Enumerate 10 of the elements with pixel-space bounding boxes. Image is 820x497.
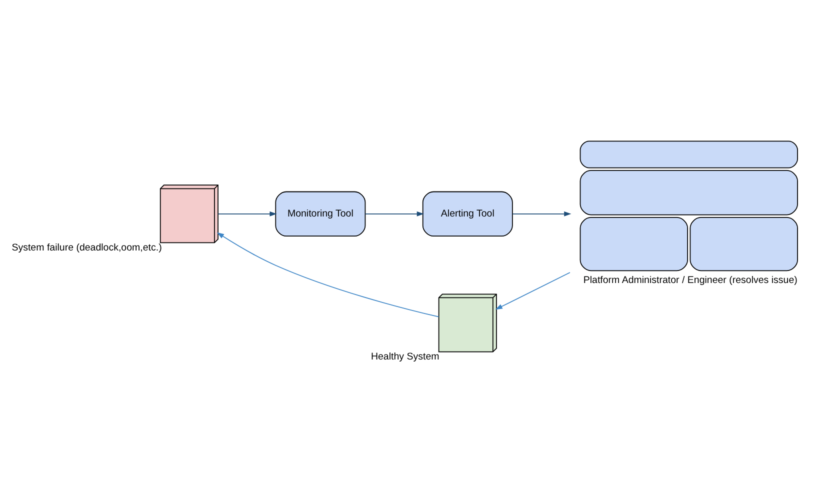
node-box: Monitoring Tool (275, 191, 366, 237)
arrow (216, 232, 440, 318)
arrow (364, 211, 424, 216)
node-label: Healthy System (370, 352, 440, 363)
node-label: Platform Administrator / Engineer (resolves issue) (583, 274, 798, 286)
arrow (512, 211, 572, 216)
arrow (218, 211, 277, 216)
node-label: System failure (deadlock,oom,etc.) (12, 242, 162, 254)
node-box: Alerting Tool (422, 191, 513, 237)
arrow (495, 272, 570, 310)
